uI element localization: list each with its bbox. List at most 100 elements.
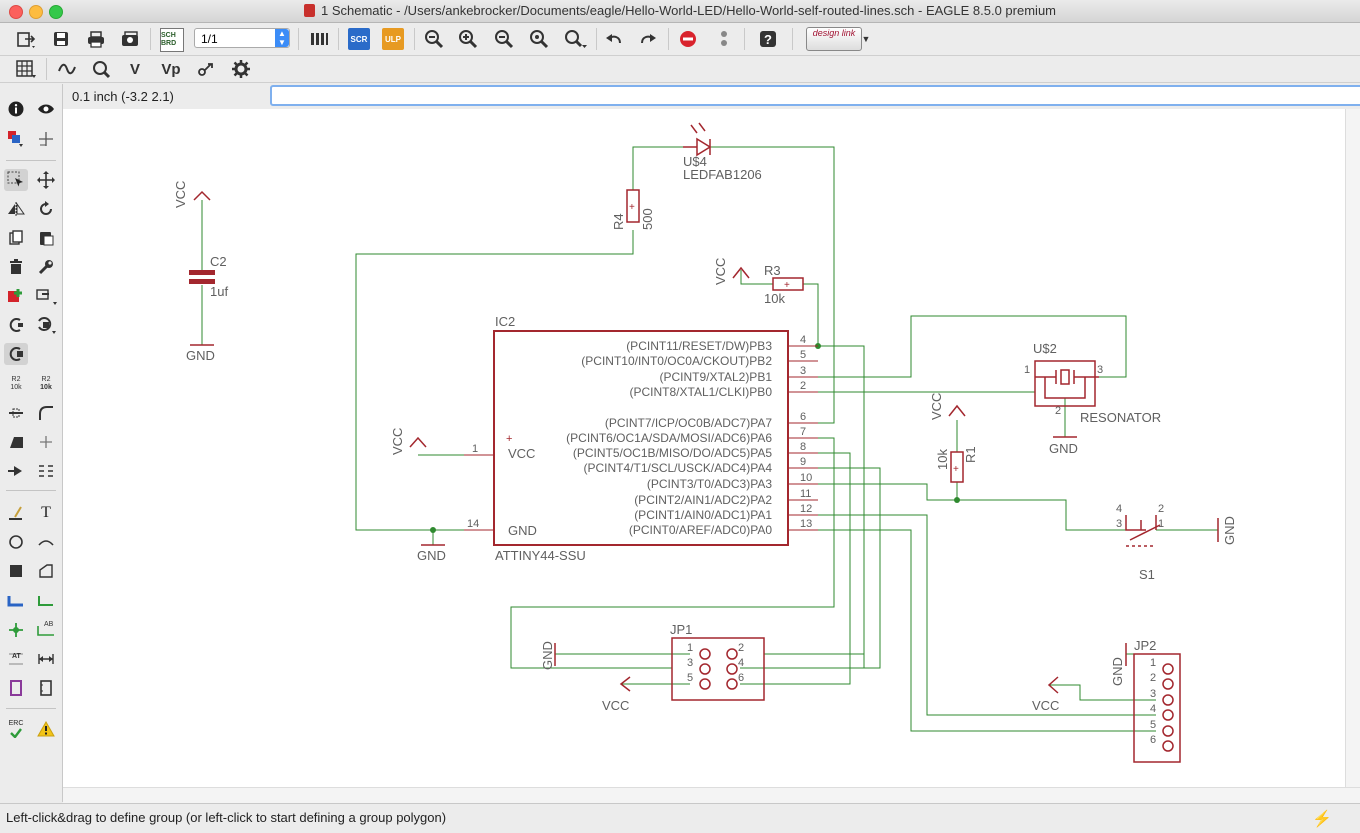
sheet-select[interactable]: 1/1▲▼	[194, 28, 290, 48]
sch-brd-icon[interactable]: SCH BRD	[160, 28, 184, 52]
design-link-button[interactable]: design link	[806, 27, 862, 51]
jp1-name: JP1	[670, 622, 692, 637]
add-part-icon[interactable]	[4, 285, 28, 307]
warning-icon[interactable]	[34, 718, 58, 740]
zoom-fit-icon[interactable]	[422, 28, 446, 50]
layers-icon[interactable]	[4, 128, 28, 150]
help-icon[interactable]: ?	[756, 28, 780, 50]
library-icon[interactable]	[308, 28, 330, 50]
rect-icon[interactable]	[4, 560, 28, 582]
jp1-pin3: 3	[687, 657, 693, 669]
zoom-in-icon[interactable]	[456, 28, 480, 50]
attribute-icon[interactable]: AT	[4, 648, 28, 670]
change-wrench-icon[interactable]	[34, 256, 58, 278]
c2-capacitor[interactable]	[189, 270, 215, 284]
net-icon[interactable]	[34, 590, 58, 612]
smash-icon[interactable]	[4, 343, 28, 365]
r4-resistor[interactable]: +	[626, 189, 640, 223]
optimize-icon[interactable]	[4, 431, 28, 453]
value-v-icon[interactable]: V	[124, 58, 146, 80]
schematic-drawing: +	[173, 122, 1237, 763]
go-icon[interactable]	[712, 28, 736, 50]
line-icon[interactable]	[4, 502, 28, 524]
move-icon[interactable]	[34, 169, 58, 191]
mark-icon[interactable]	[34, 128, 58, 150]
minimize-window-button[interactable]	[29, 5, 43, 19]
ic-pin-label: (PCINT3/T0/ADC3)PA3	[647, 477, 772, 491]
r3-resistor[interactable]: +	[772, 277, 804, 291]
led-diode[interactable]	[683, 122, 712, 157]
jp1-pin1: 1	[687, 642, 693, 654]
toolbar-separator	[596, 28, 597, 50]
gate-icon[interactable]	[4, 460, 28, 482]
command-input[interactable]	[272, 87, 1360, 106]
ic-pin-label: (PCINT5/OC1B/MISO/DO/ADC5)PA5	[573, 446, 772, 460]
polygon-icon[interactable]	[34, 560, 58, 582]
group-select-icon[interactable]	[4, 169, 28, 191]
switch-s1[interactable]	[1125, 515, 1161, 547]
maximize-window-button[interactable]	[49, 5, 63, 19]
settings-icon[interactable]	[229, 58, 253, 80]
ulp-icon[interactable]: ULP	[382, 28, 404, 50]
chevron-down-icon[interactable]: ▼	[861, 34, 871, 44]
vertical-scrollbar[interactable]	[1345, 109, 1360, 787]
bus-icon[interactable]	[4, 590, 28, 612]
value-v-label: V	[129, 60, 140, 78]
frame2-icon[interactable]	[34, 677, 58, 699]
junction-icon[interactable]	[4, 619, 28, 641]
arc-icon[interactable]	[34, 531, 58, 553]
print-icon[interactable]	[84, 28, 108, 50]
dimension-icon[interactable]	[34, 648, 58, 670]
pinswap-icon[interactable]	[4, 314, 28, 336]
schematic-canvas[interactable]: +	[63, 109, 1345, 787]
miter-icon[interactable]	[34, 402, 58, 424]
horizontal-scrollbar[interactable]	[63, 787, 1360, 803]
redo-icon[interactable]	[636, 28, 660, 50]
main-toolbar: SCH BRD 1/1▲▼ SCR ULP ? design link ▼	[0, 23, 1360, 56]
rotate-icon[interactable]	[34, 198, 58, 220]
jp1-connector[interactable]	[671, 637, 765, 701]
label-tool-text: AB	[44, 621, 54, 628]
circle-icon[interactable]	[4, 531, 28, 553]
label-icon[interactable]: AB	[34, 619, 58, 641]
jp2-connector[interactable]	[1133, 653, 1181, 763]
command-line[interactable]: ⌄	[270, 85, 1360, 106]
stop-icon[interactable]	[676, 28, 700, 50]
delete-trash-icon[interactable]	[4, 256, 28, 278]
split-icon[interactable]	[4, 402, 28, 424]
align-icon[interactable]	[34, 460, 58, 482]
show-eye-icon[interactable]	[34, 98, 58, 120]
ic2-body[interactable]	[493, 330, 789, 546]
ic-pin-label: (PCINT1/AIN0/ADC1)PA1	[634, 508, 772, 522]
info-icon[interactable]	[4, 98, 28, 120]
zoom-select-icon[interactable]	[562, 28, 592, 50]
layer-icon[interactable]	[56, 58, 78, 80]
cam-icon[interactable]	[118, 28, 142, 50]
copy-icon[interactable]	[4, 227, 28, 249]
zoom-out-icon[interactable]	[492, 28, 516, 50]
value-vp-icon[interactable]: Vp	[158, 58, 184, 80]
invoke-icon[interactable]	[34, 431, 58, 453]
script-icon[interactable]: SCR	[348, 28, 370, 50]
zoom-redraw-icon[interactable]	[527, 28, 551, 50]
text-tool-icon[interactable]: T	[34, 502, 58, 524]
mirror-icon[interactable]	[4, 198, 28, 220]
lightning-icon[interactable]: ⚡	[1312, 811, 1332, 828]
close-window-button[interactable]	[9, 5, 23, 19]
replace-icon[interactable]	[34, 285, 58, 307]
undo-icon[interactable]	[602, 28, 626, 50]
name-tool-value: 10k	[10, 384, 22, 391]
resonator-u2[interactable]	[1034, 360, 1099, 407]
zoom-icon[interactable]	[90, 58, 112, 80]
gateswap-icon[interactable]	[34, 314, 58, 336]
paste-icon[interactable]	[34, 227, 58, 249]
grid-icon[interactable]	[14, 58, 38, 80]
save-icon[interactable]	[50, 28, 72, 50]
frame-icon[interactable]	[4, 677, 28, 699]
erc-icon[interactable]: ERC	[4, 718, 28, 740]
r1-resistor[interactable]: +	[950, 451, 964, 483]
open-icon[interactable]	[14, 28, 38, 50]
pins-icon[interactable]	[194, 58, 218, 80]
